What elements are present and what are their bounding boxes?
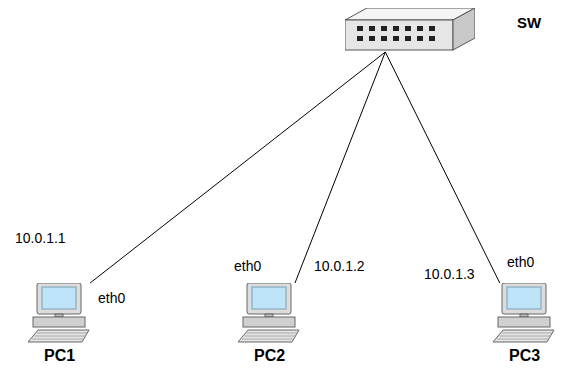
monitor-case	[502, 283, 546, 314]
switch-side	[453, 8, 475, 50]
interface-label: 10.0.1.1	[15, 230, 66, 246]
keyboard-keys	[32, 339, 83, 340]
keyboard-keys	[497, 339, 548, 340]
keyboard-keys	[502, 333, 552, 334]
switch-port	[405, 26, 411, 31]
switch-port	[429, 36, 435, 41]
switch-port	[357, 26, 363, 31]
switch-node: SW	[345, 8, 475, 52]
device-name: PC2	[254, 347, 285, 365]
switch-port	[405, 36, 411, 41]
keyboard	[493, 330, 554, 342]
computer-base	[243, 317, 295, 327]
keyboard-keys	[35, 336, 86, 337]
switch-port	[429, 26, 435, 31]
keyboard-keys	[500, 336, 551, 337]
switch-port	[393, 26, 399, 31]
switch-icon	[345, 8, 475, 52]
switch-port	[417, 26, 423, 31]
switch-port	[369, 36, 375, 41]
monitor-case	[37, 283, 81, 314]
switch-port	[393, 36, 399, 41]
interface-label: eth0	[507, 254, 534, 270]
interface-label: eth0	[98, 290, 125, 306]
switch-port	[381, 26, 387, 31]
device-name: PC1	[44, 347, 75, 365]
monitor-screen	[42, 287, 76, 309]
keyboard-keys	[245, 336, 296, 337]
pc-node: PC1	[25, 283, 95, 343]
keyboard-keys	[37, 333, 87, 334]
pc-icon	[490, 283, 560, 343]
switch-front	[345, 20, 453, 50]
monitor-screen	[252, 287, 286, 309]
interface-label: 10.0.1.2	[314, 258, 365, 274]
interface-label: eth0	[234, 258, 261, 274]
computer-base	[498, 317, 550, 327]
switch-port	[417, 36, 423, 41]
keyboard	[28, 330, 89, 342]
monitor-screen	[507, 287, 541, 309]
keyboard	[238, 330, 299, 342]
network-cable	[295, 52, 385, 283]
computer-base	[33, 317, 85, 327]
interface-label: 10.0.1.3	[424, 266, 475, 282]
monitor-case	[247, 283, 291, 314]
switch-port	[357, 36, 363, 41]
pc-node: PC2	[235, 283, 305, 343]
device-name: PC3	[509, 347, 540, 365]
device-name: SW	[517, 14, 541, 31]
switch-port	[369, 26, 375, 31]
keyboard-keys	[242, 339, 293, 340]
switch-port	[381, 36, 387, 41]
pc-icon	[235, 283, 305, 343]
pc-node: PC3	[490, 283, 560, 343]
pc-icon	[25, 283, 95, 343]
network-cable	[90, 52, 385, 283]
keyboard-keys	[247, 333, 297, 334]
network-cable	[385, 52, 500, 283]
